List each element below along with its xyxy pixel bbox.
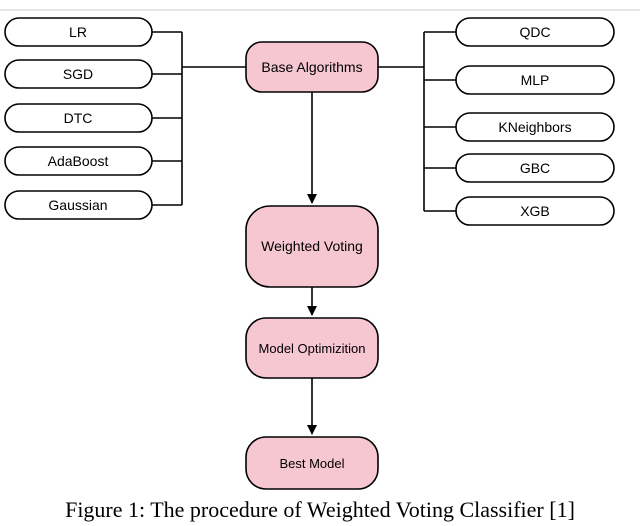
weighted-voting-node: Weighted Voting [245,205,379,288]
right-node-xgb: XGB [455,196,615,226]
right-node-qdc: QDC [455,17,615,47]
left-node-adaboost: AdaBoost [4,146,153,176]
base-algorithms-node: Base Algorithms [245,41,379,93]
right-node-gbc-label: GBC [520,160,550,176]
right-connectors [378,31,456,212]
left-node-lr: LR [4,17,153,47]
right-node-kneighbors: KNeighbors [455,112,615,142]
left-node-dtc: DTC [4,103,153,133]
left-node-gaussian-label: Gaussian [48,197,107,213]
left-node-sgd-label: SGD [63,66,93,82]
left-node-dtc-label: DTC [64,110,93,126]
left-node-lr-label: LR [69,24,87,40]
right-node-gbc: GBC [455,153,615,183]
right-node-xgb-label: XGB [520,203,550,219]
right-node-mlp: MLP [455,65,615,95]
right-node-kneighbors-label: KNeighbors [498,119,571,135]
model-optimization-node: Model Optimizition [245,317,379,379]
left-node-sgd: SGD [4,59,153,89]
left-connectors [152,31,246,206]
right-node-qdc-label: QDC [519,24,550,40]
best-model-node: Best Model [245,436,379,490]
weighted-voting-label: Weighted Voting [261,238,363,254]
base-algorithms-label: Base Algorithms [261,59,362,75]
model-optimization-label: Model Optimizition [259,341,366,356]
right-node-mlp-label: MLP [521,72,550,88]
best-model-label: Best Model [279,456,344,471]
figure-caption: Figure 1: The procedure of Weighted Voti… [65,497,575,522]
left-node-gaussian: Gaussian [4,190,153,220]
left-node-adaboost-label: AdaBoost [48,153,109,169]
